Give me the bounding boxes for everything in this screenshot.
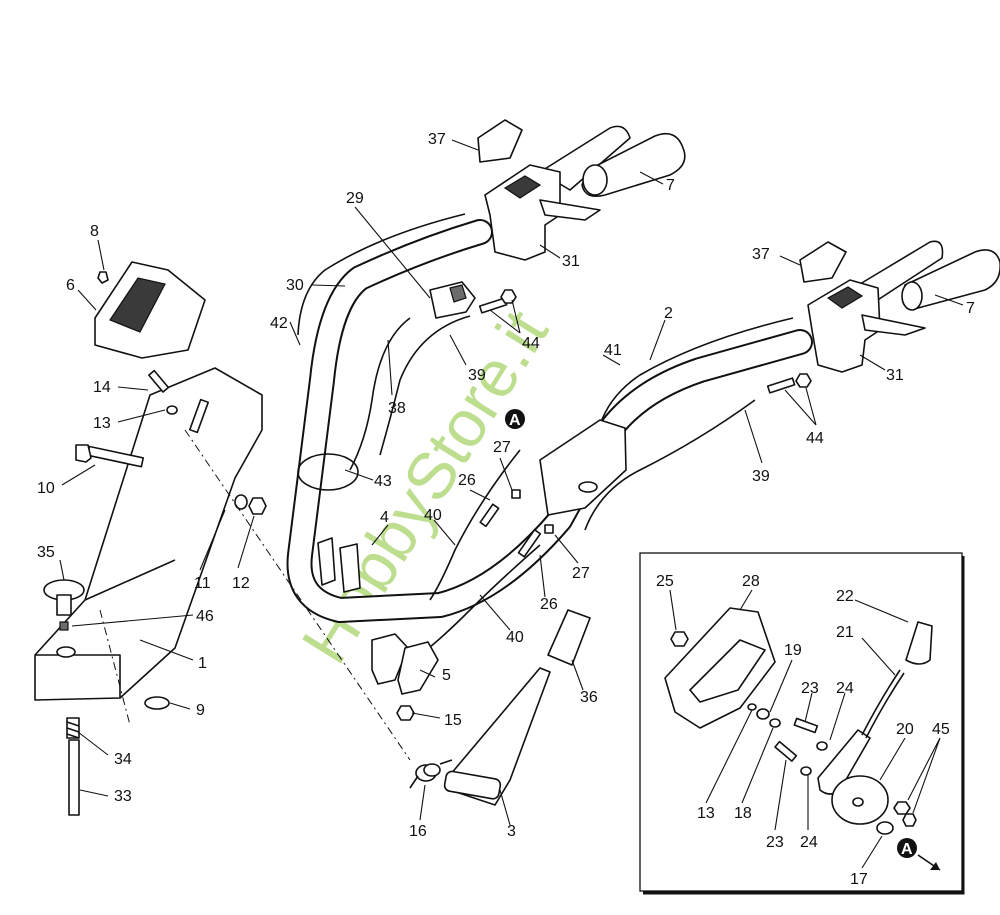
marker-a-label: A: [509, 412, 521, 429]
label-41: 41: [604, 342, 622, 359]
label-39-left: 39: [468, 367, 486, 384]
washer-11: [234, 494, 248, 510]
label-17: 17: [850, 871, 868, 888]
label-13-inset: 13: [697, 805, 715, 822]
marker-a-label-inset: A: [901, 841, 913, 858]
label-9: 9: [196, 702, 205, 719]
label-15: 15: [444, 712, 462, 729]
label-7-right: 7: [966, 300, 975, 317]
label-8: 8: [90, 223, 99, 240]
label-26-bottom: 26: [540, 596, 558, 613]
label-33: 33: [114, 788, 132, 805]
nut-15: [396, 705, 415, 721]
label-12: 12: [232, 575, 250, 592]
label-4: 4: [380, 509, 389, 526]
knob-35: [43, 579, 85, 616]
label-26-top: 26: [458, 472, 476, 489]
label-27-top: 27: [493, 439, 511, 456]
alignment-line: [184, 429, 411, 761]
label-22: 22: [836, 588, 854, 605]
bolt-14: [148, 369, 170, 393]
label-2: 2: [664, 305, 673, 322]
label-18: 18: [734, 805, 752, 822]
label-20: 20: [896, 721, 914, 738]
ring-9: [144, 696, 170, 710]
label-42: 42: [270, 315, 288, 332]
label-24-top: 24: [836, 680, 854, 697]
label-35: 35: [37, 544, 55, 561]
handle-column: [34, 367, 263, 701]
label-13-left: 13: [93, 415, 111, 432]
label-23-top: 23: [801, 680, 819, 697]
label-39-right: 39: [752, 468, 770, 485]
bolts-44: [478, 289, 812, 394]
nut-12: [248, 497, 267, 515]
clamps: [371, 633, 439, 695]
label-31-right: 31: [886, 367, 904, 384]
label-44-left: 44: [522, 335, 540, 352]
right-handle-assembly: [799, 240, 1000, 373]
alignment-line: [99, 609, 131, 726]
leader-lines: [59, 139, 964, 869]
label-11: 11: [194, 575, 211, 592]
label-14: 14: [93, 379, 111, 396]
label-19: 19: [784, 642, 802, 659]
cable-junction-block: [429, 281, 476, 319]
left-handle-assembly: [477, 119, 686, 261]
label-23-bottom: 23: [766, 834, 784, 851]
clamp-brackets: [317, 537, 361, 593]
cover-6: [94, 261, 206, 359]
label-37-left: 37: [428, 131, 446, 148]
label-24-bottom: 24: [800, 834, 818, 851]
label-21: 21: [836, 624, 854, 641]
label-34: 34: [114, 751, 132, 768]
bolt-10: [75, 444, 145, 468]
label-7-left: 7: [666, 177, 675, 194]
label-43: 43: [374, 473, 392, 490]
label-38: 38: [388, 400, 406, 417]
washer-13: [166, 405, 178, 415]
spring-34: [66, 717, 80, 739]
part-46: [59, 621, 69, 631]
label-16: 16: [409, 823, 427, 840]
label-45: 45: [932, 721, 950, 738]
label-40-bottom: 40: [506, 629, 524, 646]
label-25: 25: [656, 573, 674, 590]
label-40-top: 40: [424, 507, 442, 524]
lever-3: [443, 667, 551, 806]
label-29: 29: [346, 190, 364, 207]
spring-16: [409, 759, 453, 789]
label-27-bottom: 27: [572, 565, 590, 582]
label-6: 6: [66, 277, 75, 294]
label-28: 28: [742, 573, 760, 590]
label-10: 10: [37, 480, 55, 497]
label-44-right: 44: [806, 430, 824, 447]
sleeve-36: [547, 609, 591, 666]
label-30: 30: [286, 277, 304, 294]
label-46: 46: [196, 608, 214, 625]
handlebar-tube: [286, 219, 813, 623]
label-31-left: 31: [562, 253, 580, 270]
marker-a-badge: [505, 409, 525, 429]
cable-adjusters: [479, 489, 554, 558]
label-36: 36: [580, 689, 598, 706]
callout-labels: 37 7 31 29 30 42 44 39 38 43 37 7 2 41 3…: [37, 131, 975, 888]
pin-33: [68, 739, 80, 816]
label-1: 1: [198, 655, 207, 672]
cable-tie-ring: [297, 453, 359, 491]
label-37-right: 37: [752, 246, 770, 263]
detail-inset: [639, 552, 965, 895]
central-bracket: [539, 419, 627, 516]
label-5: 5: [442, 667, 451, 684]
cables: [297, 213, 794, 656]
label-3: 3: [507, 823, 516, 840]
